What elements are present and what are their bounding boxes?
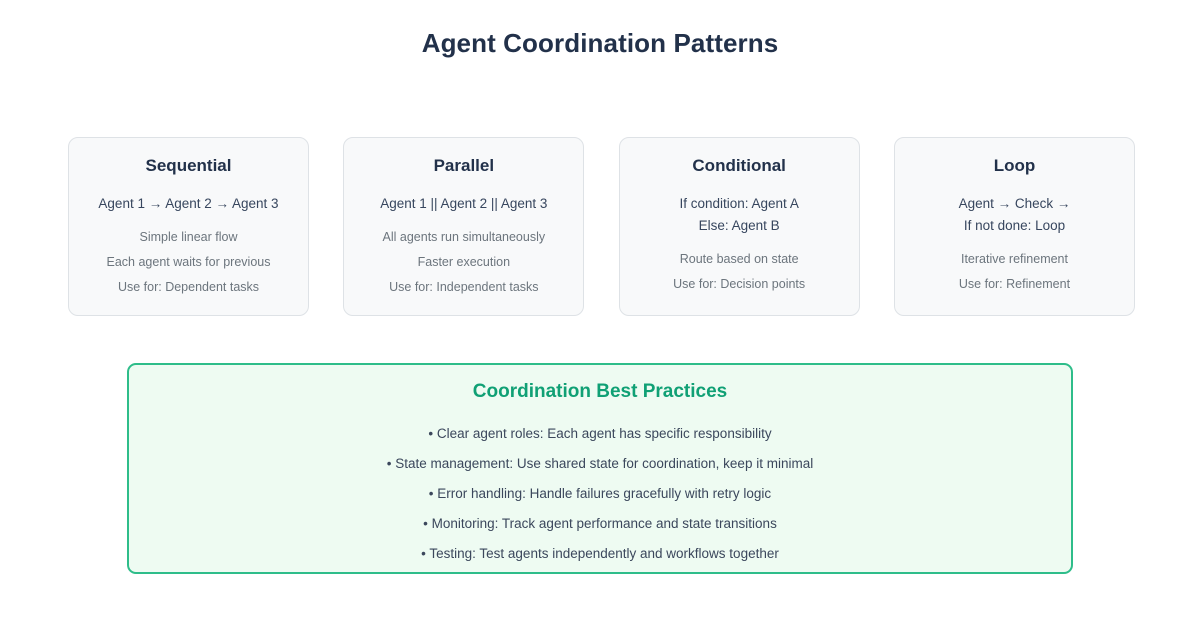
card-detail-line: Faster execution xyxy=(417,255,511,269)
card-title: Loop xyxy=(993,156,1036,175)
card-flow-line: If not done: Loop xyxy=(963,218,1066,233)
card-details: Route based on state Use for: Decision p… xyxy=(620,247,859,297)
pattern-cards-row: Sequential Agent 1 → Agent 2 → Agent 3 S… xyxy=(68,137,1135,316)
card-detail-line: Each agent waits for previous xyxy=(106,255,271,269)
card-detail-line: All agents run simultaneously xyxy=(382,230,546,244)
card-title: Conditional xyxy=(692,156,786,175)
card-detail-line: Iterative refinement xyxy=(960,252,1068,266)
best-practices-list: • Clear agent roles: Each agent has spec… xyxy=(129,419,1071,569)
card-detail-line: Use for: Dependent tasks xyxy=(117,280,260,294)
card-flow: Agent 1 || Agent 2 || Agent 3 xyxy=(344,193,583,215)
card-details: All agents run simultaneously Faster exe… xyxy=(344,225,583,300)
card-detail-line: Route based on state xyxy=(679,252,799,266)
card-details: Simple linear flow Each agent waits for … xyxy=(69,225,308,300)
best-practice-item: • Testing: Test agents independently and… xyxy=(421,546,779,561)
card-flow: Agent → Check → If not done: Loop xyxy=(895,193,1134,237)
best-practices-title: Coordination Best Practices xyxy=(472,381,728,402)
card-flow-line: Else: Agent B xyxy=(698,218,780,233)
card-detail-line: Use for: Independent tasks xyxy=(389,280,539,294)
best-practice-item: • Monitoring: Track agent performance an… xyxy=(423,516,777,531)
card-flow-line: If condition: Agent A xyxy=(679,196,799,211)
card-flow-line: Agent 1 || Agent 2 || Agent 3 xyxy=(380,196,548,211)
pattern-card-sequential: Sequential Agent 1 → Agent 2 → Agent 3 S… xyxy=(68,137,309,316)
card-flow: Agent 1 → Agent 2 → Agent 3 xyxy=(69,193,308,215)
pattern-card-parallel: Parallel Agent 1 || Agent 2 || Agent 3 A… xyxy=(343,137,585,316)
card-flow-line: Agent 1 → Agent 2 → Agent 3 xyxy=(98,196,279,211)
card-detail-line: Simple linear flow xyxy=(139,230,238,244)
card-detail-line: Use for: Decision points xyxy=(673,277,806,291)
card-title: Parallel xyxy=(433,156,495,175)
card-flow-line: Agent → Check → xyxy=(958,196,1071,211)
pattern-card-loop: Loop Agent → Check → If not done: Loop I… xyxy=(893,137,1135,316)
best-practices-panel: Coordination Best Practices • Clear agen… xyxy=(127,363,1073,574)
best-practice-item: • State management: Use shared state for… xyxy=(386,456,814,471)
best-practice-item: • Error handling: Handle failures gracef… xyxy=(428,486,772,501)
card-title: Sequential xyxy=(145,156,232,175)
card-detail-line: Use for: Refinement xyxy=(958,277,1071,291)
best-practice-item: • Clear agent roles: Each agent has spec… xyxy=(428,426,772,441)
card-details: Iterative refinement Use for: Refinement xyxy=(895,247,1134,297)
pattern-card-conditional: Conditional If condition: Agent A Else: … xyxy=(618,137,860,316)
page-title: Agent Coordination Patterns xyxy=(421,28,779,58)
card-flow: If condition: Agent A Else: Agent B xyxy=(620,193,859,237)
